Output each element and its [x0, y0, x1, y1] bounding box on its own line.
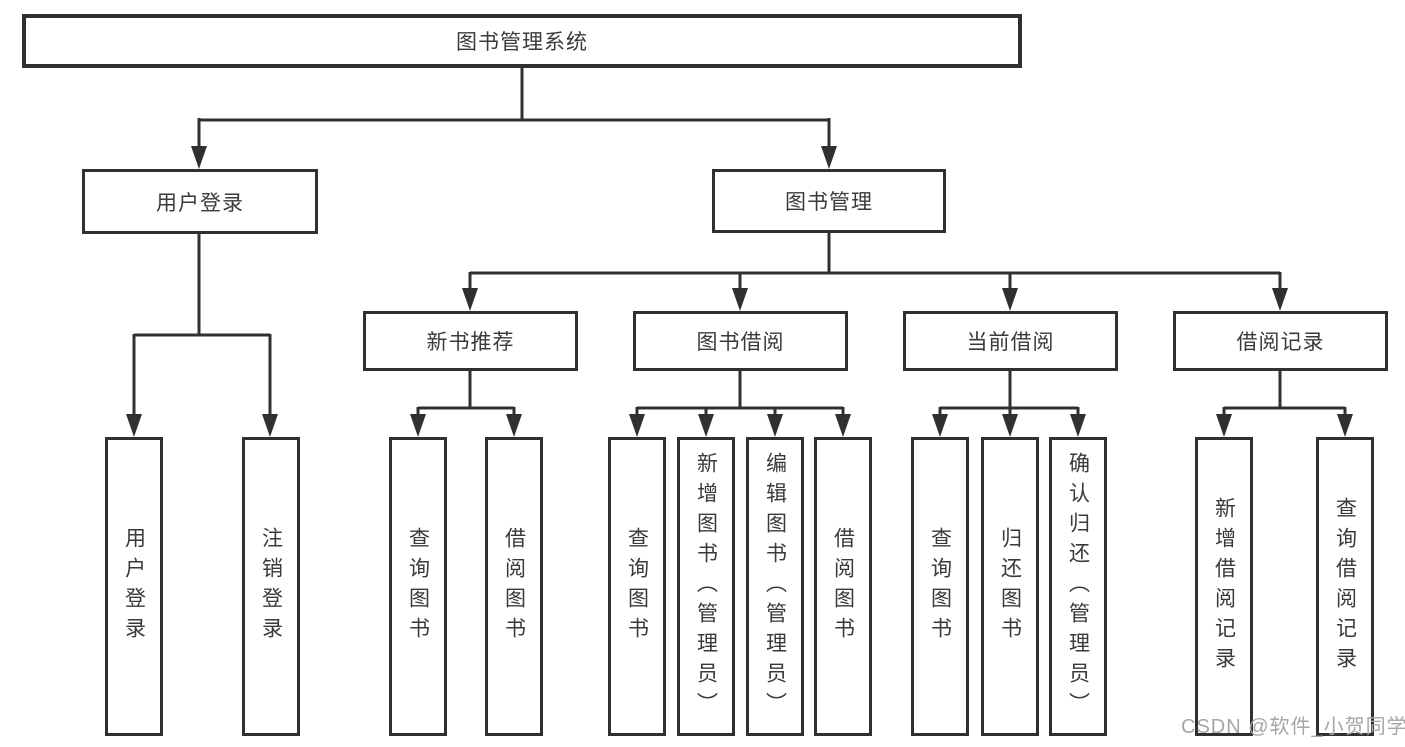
node-library-management-system: 图书管理系统 [22, 14, 1022, 68]
node-label: 注销登录 [259, 526, 283, 647]
node-label: 编辑图书（管理员） [763, 451, 787, 722]
leaf-current-query-books: 查询图书 [911, 437, 969, 736]
node-label: 当前借阅 [966, 331, 1055, 354]
leaf-borrowing-borrow-books: 借阅图书 [814, 437, 872, 736]
node-label: 图书管理 [785, 191, 873, 214]
csdn-watermark: CSDN @软件_小贺同学 [1181, 716, 1405, 738]
connector-current-borrowing-to-leaves [932, 371, 1086, 437]
leaf-recommend-borrow-books: 借阅图书 [485, 437, 543, 736]
node-book-borrowing: 图书借阅 [633, 311, 848, 371]
node-current-borrowing: 当前借阅 [903, 311, 1118, 371]
connector-user-login-to-leaves [126, 233, 278, 437]
leaf-recommend-query-books: 查询图书 [389, 437, 447, 736]
node-borrowing-records: 借阅记录 [1173, 311, 1388, 371]
node-new-book-recommend: 新书推荐 [363, 311, 578, 371]
connector-root-to-level2 [191, 68, 837, 169]
leaf-user-login: 用户登录 [105, 437, 163, 736]
leaf-records-query-record: 查询借阅记录 [1316, 437, 1374, 736]
node-label: 借阅图书 [502, 526, 526, 647]
leaf-records-add-record: 新增借阅记录 [1195, 437, 1253, 736]
node-label: 新增借阅记录 [1212, 496, 1236, 677]
leaf-borrowing-add-books-admin: 新增图书（管理员） [677, 437, 735, 736]
node-label: 查询图书 [406, 526, 430, 647]
connector-book-borrowing-to-leaves [629, 371, 851, 437]
node-label: 图书管理系统 [456, 31, 588, 54]
node-label: 归还图书 [998, 526, 1022, 647]
node-user-login: 用户登录 [82, 169, 318, 234]
connector-borrowing-records-to-leaves [1216, 371, 1353, 437]
node-book-management: 图书管理 [712, 169, 946, 233]
node-label: 新增图书（管理员） [694, 451, 718, 722]
node-label: 借阅图书 [831, 526, 855, 647]
node-label: 用户登录 [122, 526, 146, 647]
node-label: 新书推荐 [426, 331, 515, 354]
leaf-current-confirm-return-admin: 确认归还（管理员） [1049, 437, 1107, 736]
node-label: 确认归还（管理员） [1066, 451, 1090, 722]
node-label: 查询图书 [928, 526, 952, 647]
node-label: 借阅记录 [1236, 331, 1325, 354]
leaf-borrowing-edit-books-admin: 编辑图书（管理员） [746, 437, 804, 736]
leaf-current-return-books: 归还图书 [981, 437, 1039, 736]
leaf-logout: 注销登录 [242, 437, 300, 736]
node-label: 查询图书 [625, 526, 649, 647]
connector-book-management-to-level3 [462, 233, 1288, 311]
node-label: 图书借阅 [696, 331, 785, 354]
leaf-borrowing-query-books: 查询图书 [608, 437, 666, 736]
node-label: 用户登录 [156, 191, 244, 215]
node-label: 查询借阅记录 [1333, 496, 1357, 677]
connector-new-book-recommend-to-leaves [410, 371, 522, 437]
